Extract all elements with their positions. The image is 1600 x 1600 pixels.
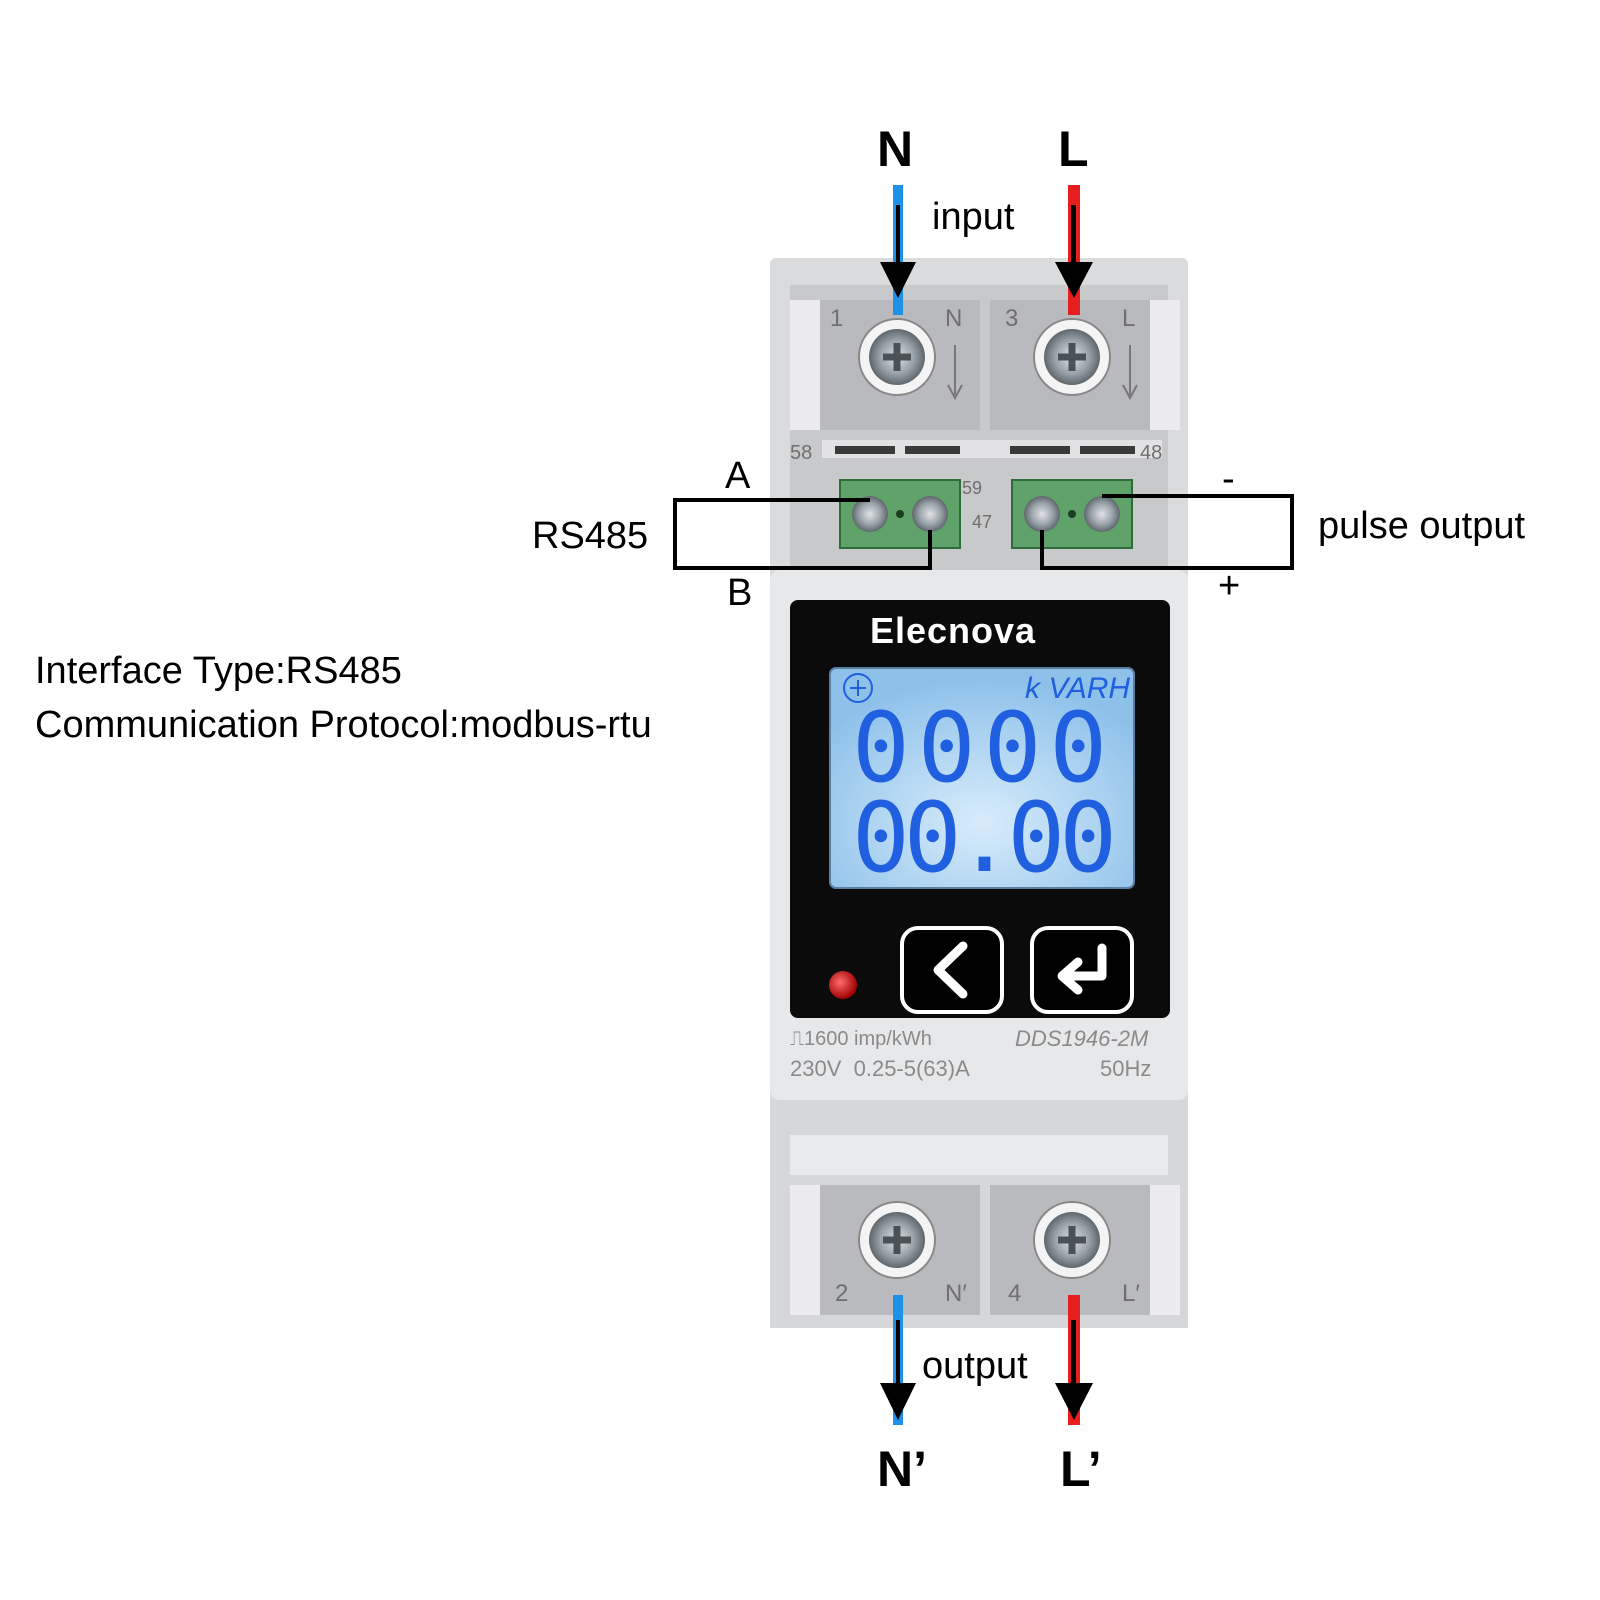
arrow-down-icon <box>1122 345 1138 401</box>
screw-terminal-1 <box>858 318 936 396</box>
rs485-connector-line <box>673 498 932 570</box>
rs485-terminal-block <box>839 479 961 549</box>
output-neutral-wire <box>880 1295 916 1425</box>
terminal-code-right: 48 <box>1140 442 1163 464</box>
pulse-led <box>829 971 857 999</box>
plus-indicator-icon <box>843 673 873 703</box>
terminal-code-mid-top: 59 <box>962 478 983 498</box>
output-line-label: L’ <box>1060 1441 1102 1497</box>
pulse-terminal-block <box>1011 479 1133 549</box>
terminal-2-name: N′ <box>945 1280 967 1307</box>
frequency: 50Hz <box>1100 1056 1152 1081</box>
rs485-b-label: B <box>727 572 753 614</box>
input-neutral-wire <box>880 185 916 315</box>
pulse-constant: ⎍1600 imp/kWh <box>790 1028 932 1050</box>
back-button[interactable] <box>900 926 1004 1014</box>
rating: 230V 0.25-5(63)A <box>790 1056 970 1081</box>
terminal-4-name: L′ <box>1122 1280 1140 1307</box>
input-line-wire <box>1055 185 1093 315</box>
screw-terminal-2 <box>858 1201 936 1279</box>
screw-terminal-3 <box>1033 318 1111 396</box>
screw-terminal-4 <box>1033 1201 1111 1279</box>
pulse-minus-label: - <box>1222 458 1235 500</box>
terminal-code-left: 58 <box>790 442 813 464</box>
enter-return-icon <box>1057 943 1107 995</box>
rs485-a-label: A <box>725 455 751 497</box>
output-neutral-label: N’ <box>877 1441 927 1497</box>
output-line-wire <box>1055 1295 1093 1425</box>
lcd-unit: k VARH <box>1025 672 1131 705</box>
terminal-code-mid-bottom: 47 <box>972 512 993 532</box>
lcd-digits-bottom: 00.00 <box>852 782 1117 894</box>
chevron-left-icon <box>933 941 968 999</box>
terminal-4-number: 4 <box>1008 1280 1022 1307</box>
terminal-1-number: 1 <box>830 305 844 332</box>
terminal-3-number: 3 <box>1005 305 1019 332</box>
terminal-3-name: L <box>1122 305 1136 332</box>
pulse-output-label: pulse output <box>1318 505 1526 547</box>
pulse-plus-label: + <box>1218 565 1241 607</box>
brand-logo: Elecnova <box>870 610 1037 651</box>
enter-button[interactable] <box>1030 926 1134 1014</box>
interface-type-text: Interface Type:RS485 <box>35 650 402 692</box>
model-number: DDS1946-2M <box>1015 1026 1149 1051</box>
protocol-text: Communication Protocol:modbus-rtu <box>35 704 652 746</box>
rs485-label: RS485 <box>532 515 649 557</box>
terminal-2-number: 2 <box>835 1280 849 1307</box>
pulse-constant-text: 1600 imp/kWh <box>804 1028 932 1050</box>
lcd-digits-top: 0000 <box>852 692 1116 804</box>
terminal-1-name: N <box>945 305 963 332</box>
arrow-down-icon <box>947 345 963 401</box>
output-label: output <box>922 1345 1028 1387</box>
input-neutral-label: N <box>877 121 914 177</box>
lcd-display <box>829 667 1135 889</box>
input-label: input <box>932 196 1015 238</box>
pulse-connector-line <box>1040 494 1294 570</box>
input-line-label: L <box>1058 121 1089 177</box>
